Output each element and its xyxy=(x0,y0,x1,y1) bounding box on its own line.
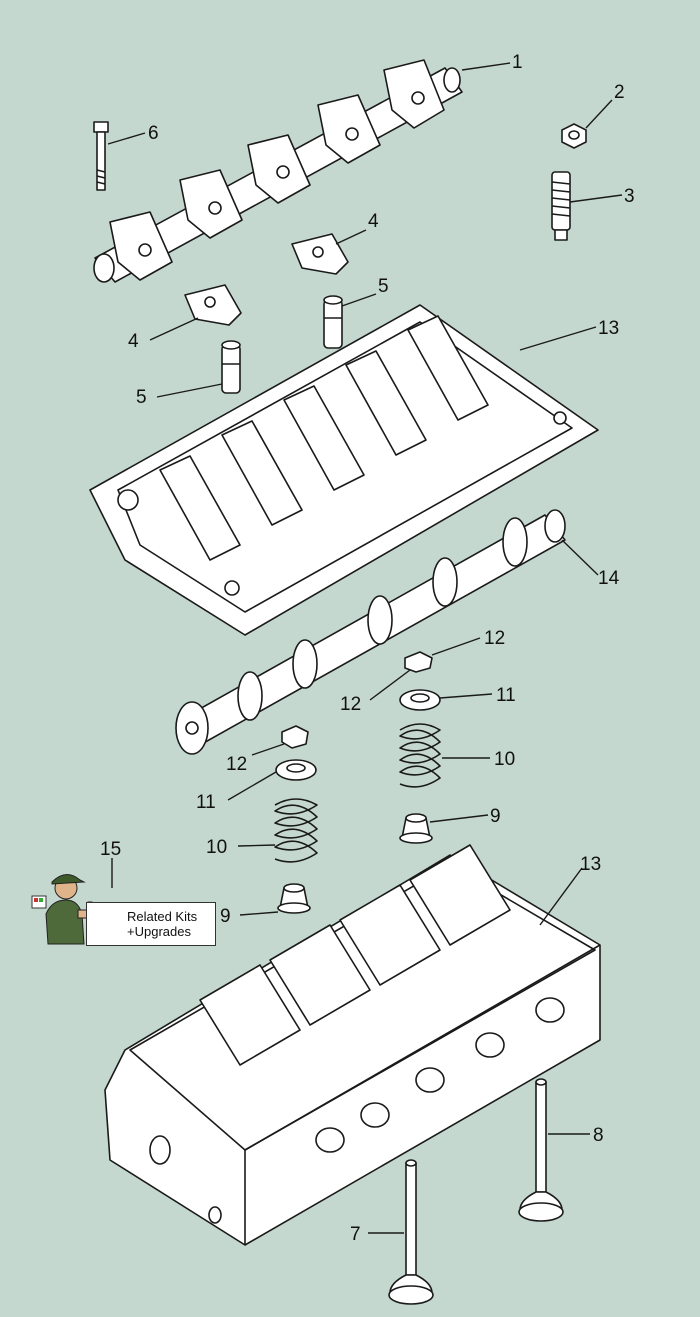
leader-line xyxy=(585,99,613,129)
leader-line xyxy=(369,669,411,701)
related-kits-text: Related Kits xyxy=(127,909,198,924)
callout-10-lower: 10 xyxy=(206,837,227,858)
callout-4-lower: 4 xyxy=(128,331,139,352)
leader-line xyxy=(227,771,277,801)
hydraulic-lifter xyxy=(221,340,241,394)
bolt xyxy=(93,121,109,191)
callout-12-middle: 12 xyxy=(340,694,361,715)
rocker-shaft-assembly xyxy=(93,59,463,283)
spring-retainer xyxy=(399,689,441,711)
leader-line xyxy=(519,326,597,351)
callout-3: 3 xyxy=(624,186,635,207)
valve-spring xyxy=(274,798,318,863)
upgrades-text: +Upgrades xyxy=(127,924,191,939)
valve-stem-seal xyxy=(277,883,311,914)
rocker-arm xyxy=(184,284,242,326)
leader-line xyxy=(439,693,493,699)
callout-5-lower: 5 xyxy=(136,387,147,408)
hydraulic-lifter xyxy=(323,295,343,349)
related-kits-link[interactable]: Related Kits +Upgrades xyxy=(30,866,216,946)
nut xyxy=(561,123,587,149)
leader-line xyxy=(539,867,583,926)
leader-line xyxy=(561,539,599,576)
valve-spring xyxy=(399,723,441,788)
leader-line xyxy=(569,194,623,203)
callout-13: 13 xyxy=(598,318,619,339)
leader-line xyxy=(107,132,146,145)
leader-line xyxy=(429,814,489,823)
callout-10: 10 xyxy=(494,749,515,770)
leader-line xyxy=(251,743,285,756)
callout-14: 14 xyxy=(598,568,620,589)
leader-line xyxy=(156,383,223,398)
callout-9: 9 xyxy=(490,806,501,827)
related-kits-label[interactable]: Related Kits +Upgrades xyxy=(86,902,216,946)
callout-11: 11 xyxy=(496,685,516,706)
valve-collet xyxy=(404,651,433,673)
callout-13-lower: 13 xyxy=(580,854,601,875)
leader-line xyxy=(461,62,511,71)
callout-6: 6 xyxy=(148,123,159,144)
camshaft-carrier xyxy=(89,304,599,636)
valve xyxy=(388,1159,434,1305)
rocker-arm xyxy=(291,233,349,275)
leader-line xyxy=(335,229,367,245)
leader-line xyxy=(431,637,481,656)
leader-line xyxy=(149,317,199,341)
callout-8: 8 xyxy=(593,1125,604,1146)
leader-line xyxy=(239,911,279,916)
spring-retainer xyxy=(275,759,317,781)
stud xyxy=(551,171,571,241)
callout-4: 4 xyxy=(368,211,379,232)
callout-11-lower: 11 xyxy=(196,792,216,813)
callout-9-lower: 9 xyxy=(220,906,231,927)
callout-12-lower: 12 xyxy=(226,754,247,775)
leader-line xyxy=(237,844,276,847)
callout-12: 12 xyxy=(484,628,505,649)
camshaft xyxy=(175,509,566,755)
cylinder-head xyxy=(104,844,601,1246)
callout-2: 2 xyxy=(614,82,625,103)
valve xyxy=(518,1078,564,1222)
leader-line xyxy=(341,293,377,307)
callout-5: 5 xyxy=(378,276,389,297)
callout-1: 1 xyxy=(512,52,523,73)
callout-15: 15 xyxy=(100,839,121,860)
valve-collet xyxy=(281,725,309,749)
callout-7: 7 xyxy=(350,1224,361,1245)
valve-stem-seal xyxy=(399,813,433,844)
